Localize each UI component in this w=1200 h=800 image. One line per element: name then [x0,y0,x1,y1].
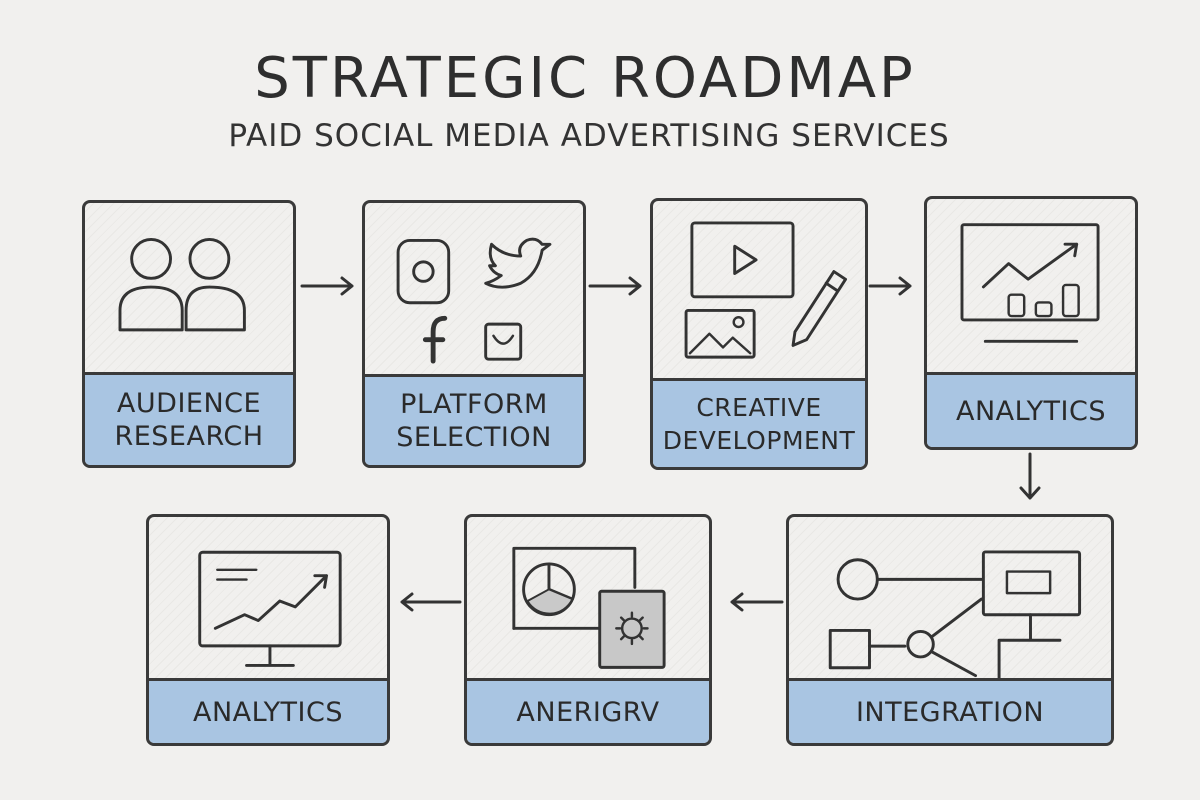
step-label: ANALYTICS [927,372,1135,447]
social-platforms-icon [396,237,552,364]
step-card-creative-development: CREATIVE DEVELOPMENT [650,198,868,470]
integration-network-icon [828,550,1082,680]
arrow-left-icon [400,592,462,612]
step-card-platform-selection: PLATFORM SELECTION [362,200,586,468]
diagram-subtitle: PAID SOCIAL MEDIA ADVERTISING SERVICES [228,118,950,154]
step-label: PLATFORM SELECTION [365,374,583,465]
arrow-right-icon [868,276,912,296]
step-card-anerigrv: ANERIGRV [464,514,712,746]
step-card-integration: INTEGRATION [786,514,1114,746]
arrow-down-icon [1019,452,1041,500]
people-icon [118,238,246,332]
step-card-analytics-bottom: ANALYTICS [146,514,390,746]
step-card-audience-research: AUDIENCE RESEARCH [82,200,296,468]
step-label: INTEGRATION [789,678,1111,743]
arrow-right-icon [300,276,354,296]
analytics-chart-icon [960,223,1100,343]
step-card-analytics-top: ANALYTICS [924,196,1138,450]
arrow-right-icon [588,276,642,296]
step-label: CREATIVE DEVELOPMENT [653,378,865,467]
step-label: ANERIGRV [467,678,709,743]
step-label: ANALYTICS [149,678,387,743]
report-gear-icon [512,546,666,669]
creative-media-icon [684,221,848,359]
monitor-trend-icon [198,550,342,667]
diagram-title: STRATEGIC ROADMAP [254,46,916,111]
arrow-left-icon [730,592,784,612]
step-label: AUDIENCE RESEARCH [85,372,293,465]
